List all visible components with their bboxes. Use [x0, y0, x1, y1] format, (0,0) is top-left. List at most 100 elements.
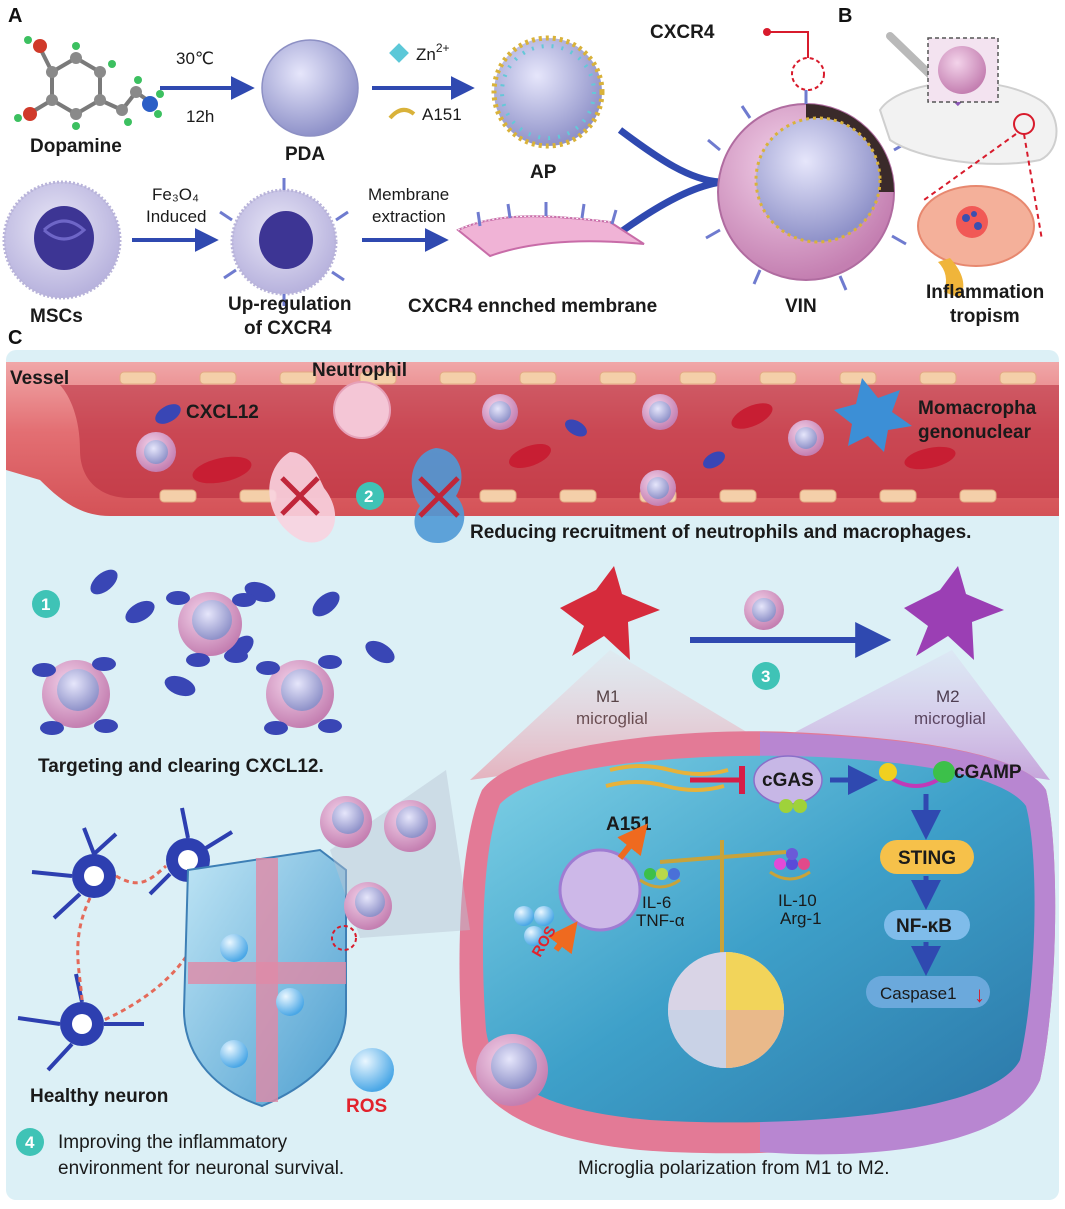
cgas-ligand-1	[779, 799, 793, 813]
merge-arrow-top	[617, 127, 721, 186]
step-4-badge	[16, 1128, 44, 1156]
vin-particle	[705, 90, 909, 291]
ros-bubble	[350, 1048, 394, 1092]
induced-label: Induced	[146, 207, 207, 226]
mscs-label: MSCs	[30, 306, 83, 327]
blocked-macrophage	[411, 448, 465, 544]
sting-label: STING	[898, 848, 956, 869]
cytokine-balance	[639, 840, 811, 1000]
mouse-inset-vin	[938, 46, 986, 94]
caspase-label: Caspase1	[880, 984, 957, 1003]
red-blood-cells	[192, 403, 956, 484]
upregulated-cell	[219, 178, 349, 306]
cgamp-sphere-1	[879, 763, 897, 781]
arrow-release-a151	[617, 823, 648, 860]
vin-label: VIN	[785, 296, 817, 317]
targeting-caption: Targeting and clearing CXCL12.	[38, 756, 324, 777]
arrow-ros-particle	[547, 921, 578, 955]
nfkb-box	[884, 910, 970, 940]
protective-shield	[182, 848, 347, 1108]
entering-vin	[476, 1034, 548, 1106]
a151-strand-icon	[388, 107, 416, 120]
membrane-label-2: extraction	[372, 207, 446, 226]
arg1-label: Arg-1	[780, 909, 822, 928]
m1-microglia-cell	[560, 566, 660, 660]
a151-inner-label: A151	[606, 814, 652, 835]
vin-degrading-particle	[558, 848, 642, 932]
cgas-ligand-2	[793, 799, 807, 813]
membrane-label-1: Membrane	[368, 185, 449, 204]
caspase-box	[866, 976, 990, 1008]
vessel-vin-particles	[136, 394, 824, 506]
step-1-number: 1	[41, 595, 50, 614]
vessel-label: Vessel	[10, 368, 69, 389]
msc-cell	[2, 180, 122, 300]
free-cxcl12-molecules	[90, 569, 395, 697]
panel-label-a: A	[8, 5, 22, 27]
improving-caption-2: environment for neuronal survival.	[58, 1158, 344, 1179]
ap-particle	[491, 35, 605, 149]
upregulation-label-2: of CXCR4	[244, 318, 332, 339]
cxcr4-callout-line	[770, 31, 809, 58]
cxcl12-icon	[155, 404, 181, 424]
polarization-caption: Microglia polarization from M1 to M2.	[578, 1158, 890, 1179]
vin-targeting-cxcl12	[32, 591, 342, 735]
merge-arrow-bottom	[607, 178, 723, 243]
upregulation-label-1: Up-regulation	[228, 294, 352, 315]
cxcr4-callout-circle	[791, 57, 825, 91]
healthy-neuron-label: Healthy neuron	[30, 1086, 168, 1107]
caspase-down-arrow-icon: ↓	[974, 982, 985, 1007]
step-2-badge	[356, 482, 384, 510]
condition-temp: 30℃	[176, 49, 214, 68]
brain-callout-line-2	[923, 133, 1017, 201]
cgas-label: cGAS	[762, 770, 814, 791]
cxcl12-label: CXCL12	[186, 402, 259, 423]
tropism-label-1: Inflammation	[926, 282, 1044, 303]
step-2-number: 2	[364, 487, 373, 506]
ros-label: ROS	[346, 1096, 387, 1117]
pda-sphere	[261, 39, 359, 137]
cxcr4-callout-dot	[763, 28, 771, 36]
m2-microglia-cell	[904, 566, 1004, 660]
fe3o4-label: Fe₃O₄	[152, 185, 199, 204]
step-3-number: 3	[761, 667, 770, 686]
step-3-badge	[752, 662, 780, 690]
dopamine-label: Dopamine	[30, 136, 122, 157]
membrane-sheet	[456, 202, 645, 258]
inner-ros-bubbles	[514, 906, 554, 946]
step-1-badge	[32, 590, 60, 618]
il6-label: IL-6	[642, 893, 671, 912]
panel-label-c: C	[8, 327, 22, 349]
il10-label: IL-10	[778, 891, 817, 910]
ap-label: AP	[530, 162, 557, 183]
panel-label-b: B	[838, 5, 852, 27]
blocked-neutrophil	[269, 452, 336, 543]
condition-time: 12h	[186, 107, 214, 126]
neuron-network	[17, 807, 239, 1072]
step-4-number: 4	[25, 1133, 35, 1152]
macrophage-cell	[834, 378, 912, 452]
a151-label: A151	[422, 105, 462, 124]
nucleus-cutaway	[668, 952, 784, 1068]
cgamp-sphere-2	[933, 761, 955, 783]
zn-diamond-icon	[389, 43, 409, 63]
improving-caption-1: Improving the inflammatory	[58, 1132, 288, 1153]
vessel-cxcl12	[565, 419, 725, 469]
dopamine-molecule	[14, 36, 164, 130]
neutrophil-label: Neutrophil	[312, 360, 407, 381]
pda-label: PDA	[285, 144, 325, 165]
sting-box	[880, 840, 974, 874]
nfkb-label: NF-κB	[896, 916, 952, 937]
neutrophil-cell	[333, 381, 391, 439]
shield-vin-particles	[320, 796, 436, 930]
a151-strands	[605, 764, 729, 792]
brain-illustration	[917, 185, 1035, 298]
cxcr4-callout-label: CXCR4	[650, 22, 715, 43]
reducing-recruitment-caption: Reducing recruitment of neutrophils and …	[470, 522, 971, 543]
macrophage-label-1: Momacropha	[918, 398, 1037, 419]
cxcr4-membrane-label: CXCR4 ennched membrane	[408, 296, 657, 317]
tropism-label-2: tropism	[950, 306, 1020, 327]
zn-label: Zn2+	[416, 41, 450, 64]
